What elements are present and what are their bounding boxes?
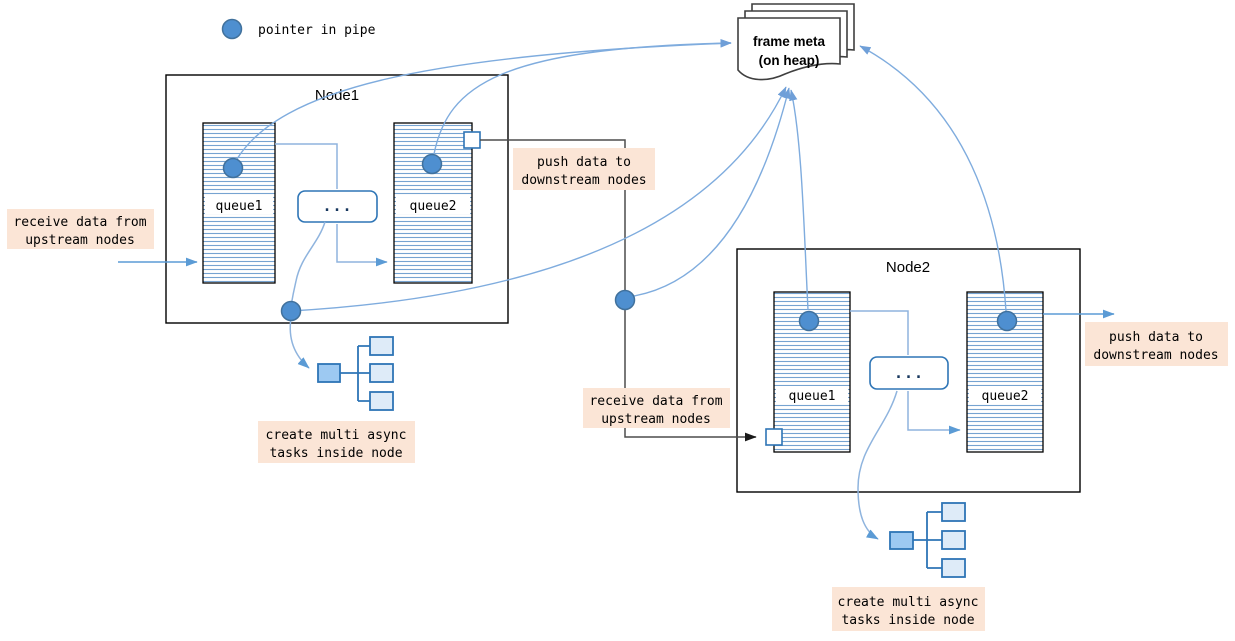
curve-n2q1-to-heap	[789, 89, 809, 311]
pointer-node2-queue2	[996, 310, 1018, 332]
node1-to-node2-pipe	[480, 139, 757, 442]
pointer-node1-task-pipe	[280, 300, 302, 322]
node2-task-parent	[889, 531, 914, 550]
label-receive1-bg	[7, 209, 154, 249]
node1-queue2-label: queue2	[410, 199, 457, 214]
node2-task-child-2	[941, 530, 966, 550]
node1-task-child-1	[369, 336, 394, 356]
label-receive2-bg	[583, 388, 730, 428]
node2-task-tree	[889, 502, 966, 578]
node2-title: Node2	[886, 259, 930, 276]
node1-tasks-pipe-upper	[290, 221, 326, 307]
legend-pointer-icon	[221, 18, 243, 40]
node1-output-port	[463, 131, 481, 149]
node2-dots-label: ...	[894, 364, 924, 382]
label-receive1-line2: upstream nodes	[25, 233, 135, 248]
label-push-downstream-node1: push data to downstream nodes	[513, 148, 655, 190]
node2-queue1-to-tasks-connector	[850, 310, 909, 355]
label-push1-line1: push data to	[537, 155, 631, 170]
legend: pointer in pipe	[221, 18, 376, 40]
curve-n1pipe-to-heap	[290, 86, 787, 312]
node1-task-parent	[317, 363, 341, 383]
node1-dots-label: ...	[322, 197, 352, 215]
node2-queue2-label: queue2	[982, 389, 1029, 404]
label-create1-line2: tasks inside node	[269, 446, 402, 461]
label-push-downstream-node2: push data to downstream nodes	[1085, 322, 1228, 366]
label-create1-bg	[258, 421, 415, 463]
label-push2-line1: push data to	[1109, 330, 1203, 345]
node1-title: Node1	[315, 87, 359, 104]
node1-task-tree	[317, 336, 394, 411]
curve-n2q2-to-heap	[859, 45, 1007, 312]
label-receive-upstream-node2: receive data from upstream nodes	[583, 388, 730, 428]
node2-queue1-label: queue1	[789, 389, 836, 404]
frame-meta-line2: (on heap)	[759, 53, 820, 68]
node2-task-child-3	[941, 558, 966, 578]
frame-meta-line1: frame meta	[753, 34, 826, 49]
curve-midpipe-to-heap	[633, 87, 791, 297]
label-create2-bg	[832, 587, 985, 631]
label-receive-upstream-node1: receive data from upstream nodes	[7, 209, 154, 249]
label-receive2-line1: receive data from	[589, 394, 722, 409]
curve-n1q1-to-heap	[236, 39, 732, 160]
node2-dots-box	[869, 356, 949, 390]
pointer-internode-pipe	[614, 289, 636, 311]
label-push2-line2: downstream nodes	[1093, 348, 1218, 363]
label-receive2-line2: upstream nodes	[601, 412, 711, 427]
node1-task-child-3	[369, 391, 394, 411]
annotations: receive data from upstream nodes push da…	[7, 148, 1228, 631]
node2-input-port	[765, 428, 783, 446]
label-push1-line2: downstream nodes	[521, 173, 646, 188]
frame-meta-stack: frame meta (on heap)	[737, 3, 855, 81]
pointer-node1-queue2	[421, 153, 443, 175]
label-create-tasks-node2: create multi async tasks inside node	[832, 587, 985, 631]
node1-queue1-to-tasks-connector	[275, 143, 338, 189]
label-create1-line1: create multi async	[266, 428, 407, 443]
label-create2-line2: tasks inside node	[841, 613, 974, 628]
node2-task-child-1	[941, 502, 966, 522]
node1-dots-box	[297, 190, 378, 223]
node1-box: Node1 queue1 queue2 ...	[165, 74, 509, 324]
node2-queue2-label-bg	[969, 386, 1041, 404]
node1-tasks-to-queue2-connector	[336, 224, 388, 267]
pointer-node1-queue1	[222, 157, 244, 179]
curve-n1q2-to-heap	[433, 39, 732, 155]
legend-pointer-label: pointer in pipe	[258, 23, 376, 38]
label-push1-bg	[513, 148, 655, 190]
node1-tasks-pipe-lower	[289, 317, 310, 369]
node1-queue1-label: queue1	[216, 199, 263, 214]
label-create-tasks-node1: create multi async tasks inside node	[258, 421, 415, 463]
node1-queue2-label-bg	[396, 196, 470, 214]
node2-task-tree-lines	[913, 511, 942, 569]
node2-queue1-label-bg	[776, 386, 848, 404]
label-receive1-line1: receive data from	[13, 215, 146, 230]
label-create2-line1: create multi async	[838, 595, 979, 610]
pointer-node2-queue1	[798, 310, 820, 332]
node2-box: Node2 queue1 queue2 ...	[736, 248, 1081, 493]
node1-queue1-label-bg	[205, 196, 273, 214]
node1-task-tree-lines	[340, 345, 370, 402]
label-push2-bg	[1085, 322, 1228, 366]
node2-tasks-to-queue2-connector	[907, 391, 961, 435]
frame-meta-sheet-front	[737, 17, 841, 81]
node1-task-child-2	[369, 363, 394, 383]
node2-tasks-pipe	[857, 390, 898, 540]
